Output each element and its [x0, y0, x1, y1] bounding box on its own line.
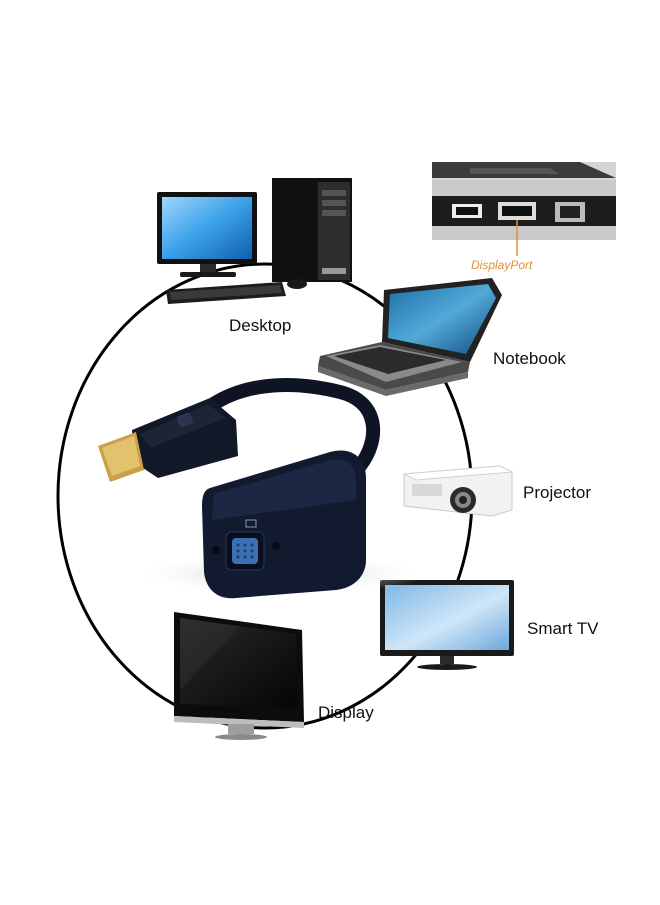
smart-tv-label: Smart TV	[527, 619, 599, 638]
projector-label: Projector	[523, 483, 592, 502]
laptop-icon	[318, 278, 502, 396]
tv-icon	[380, 580, 514, 670]
displayport-to-vga-adapter-icon	[98, 378, 380, 599]
port-panel-icon	[432, 162, 616, 256]
desktop-computer-icon	[157, 178, 352, 304]
desktop-label: Desktop	[229, 316, 292, 335]
displayport-callout-label: DisplayPort	[471, 258, 533, 272]
display-label: Display	[318, 703, 374, 722]
monitor-icon	[174, 612, 304, 740]
notebook-label: Notebook	[493, 349, 566, 368]
projector-icon	[402, 465, 514, 517]
